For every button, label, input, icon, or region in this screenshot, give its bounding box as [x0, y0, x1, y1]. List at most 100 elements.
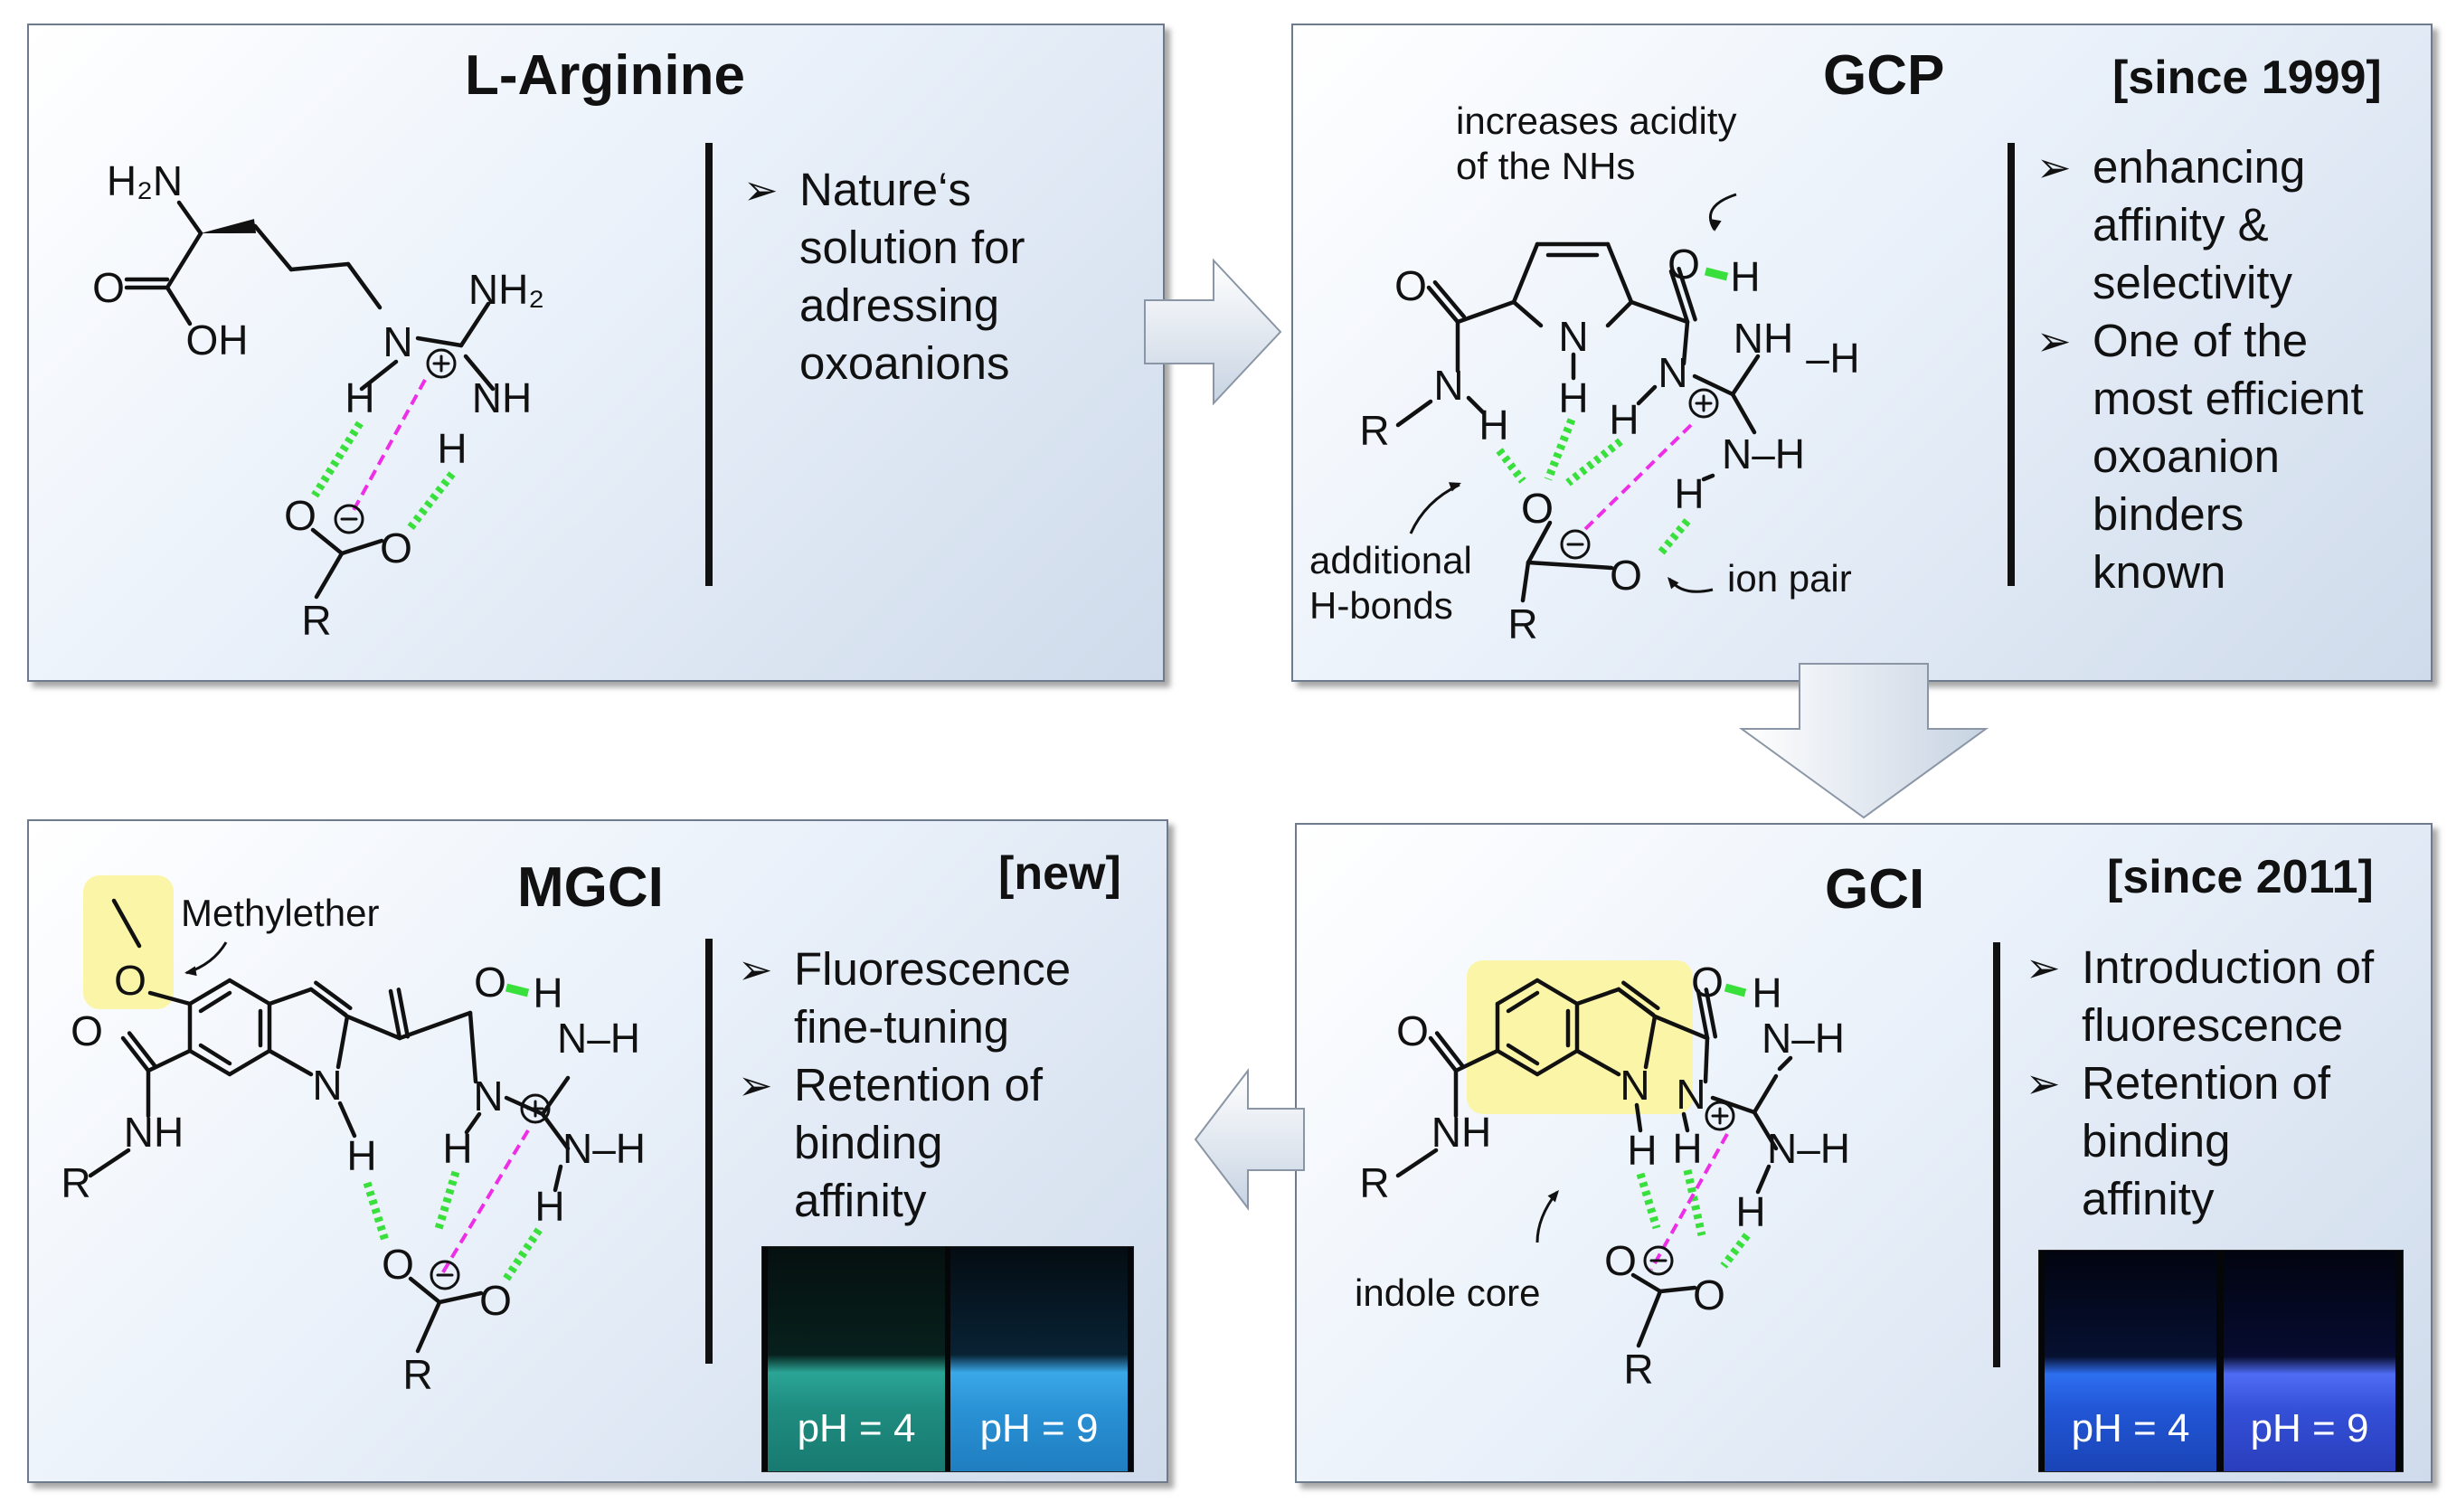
atom-label: NH₂: [468, 266, 544, 313]
arrowhead-bullet-icon: ➢: [2036, 317, 2072, 364]
bond: [1696, 988, 1710, 1041]
atom-label: N–H: [557, 1015, 640, 1062]
hydrogen-bond: [1657, 518, 1691, 556]
bond: [408, 1276, 442, 1305]
panel-l-arginine: L-Arginine ➢ Nature‘s solution for adres…: [27, 24, 1165, 682]
ion-pair-line: [351, 379, 427, 513]
bond: [415, 335, 464, 348]
bond: [1755, 1164, 1771, 1195]
arrowhead-bullet-icon: ➢: [2026, 944, 2061, 991]
panel-gcp: GCP [since 1999] ➢ enhancing affinity & …: [1291, 24, 2433, 682]
bond: [1681, 1111, 1690, 1133]
bullet-item: ➢ Nature‘s solution for adressing oxoani…: [743, 161, 1025, 392]
hydrogen-bond: [433, 1170, 460, 1233]
atom-label: O: [284, 492, 317, 539]
atom-label: O: [92, 264, 125, 311]
bond: [337, 1101, 357, 1139]
bond: [1681, 319, 1690, 366]
bond: [1658, 1285, 1697, 1294]
annotation-arrow-tip: [1668, 577, 1679, 590]
bond: [187, 1048, 232, 1077]
bond: [339, 538, 384, 556]
annotation-arrow: [1668, 578, 1714, 593]
bond: [1643, 1014, 1658, 1070]
ph-label: pH = 9: [979, 1406, 1099, 1451]
atom-label: O: [1668, 241, 1700, 288]
bond: [540, 1075, 571, 1117]
hydrogen-bond: [1565, 438, 1623, 487]
bond: [1535, 978, 1580, 1006]
bond: [1692, 373, 1735, 397]
atom-label: NH: [1734, 315, 1793, 362]
bond: [267, 987, 314, 1006]
atom-label: R: [1359, 407, 1389, 454]
atom-label: O: [114, 957, 146, 1004]
since-label: [since 2011]: [2107, 851, 2374, 903]
bond: [165, 285, 193, 326]
atom-label: H: [1730, 253, 1760, 300]
bond: [335, 1014, 350, 1070]
annotation-arrow: [1709, 193, 1737, 231]
atom-label: NH: [124, 1109, 184, 1156]
bond: [1616, 987, 1656, 1017]
bond: [458, 301, 491, 348]
atom-label: H: [1752, 969, 1781, 1016]
bond: [176, 200, 203, 236]
bond: [1710, 1095, 1757, 1115]
bond: [1432, 279, 1467, 319]
vial-ph9: [950, 1247, 1128, 1471]
panel-title: L-Arginine: [465, 44, 745, 107]
bond: [1704, 988, 1718, 1039]
fluorescence-vial-photo: pH = 4 pH = 9: [2038, 1250, 2404, 1472]
atom-label: H: [533, 969, 562, 1016]
bond: [1574, 1048, 1621, 1077]
atom-label: R: [1359, 1159, 1389, 1206]
bond: [396, 988, 411, 1039]
atom-label: R: [402, 1351, 432, 1398]
bond: [1520, 560, 1531, 603]
annotation-indole: indole core: [1355, 1271, 1540, 1314]
bond: [1434, 1031, 1465, 1068]
atom-label: H: [1674, 470, 1704, 517]
atom-label: H: [1479, 402, 1508, 449]
divider: [2008, 143, 2015, 586]
bond: [1677, 266, 1697, 322]
bond: [1526, 520, 1553, 565]
bond: [1535, 1048, 1580, 1077]
bullet-text: Fluorescence fine-tuning: [794, 943, 1072, 1053]
atom-label: O: [1610, 552, 1642, 599]
atom-label: R: [1507, 600, 1537, 647]
arrowhead-bullet-icon: ➢: [738, 1062, 773, 1109]
positive-charge-icon: [1688, 388, 1719, 419]
bullet-text: enhancing affinity & selectivity: [2093, 141, 2306, 308]
annotation-methylether: Methylether: [181, 892, 379, 934]
arrowhead-bullet-icon: ➢: [743, 166, 779, 213]
bond: [468, 1010, 478, 1084]
divider: [1993, 942, 2000, 1367]
hydrogen-bond: [1636, 1172, 1661, 1230]
bullet-item: ➢ One of the most efficient oxoanion bin…: [2036, 312, 2364, 601]
bond: [1395, 1148, 1439, 1178]
ion-pair-line: [439, 1129, 530, 1277]
atom-label: N: [1676, 1071, 1705, 1118]
bond: [463, 354, 496, 392]
wedge-bond: [201, 219, 257, 233]
bond: [88, 1148, 131, 1178]
panel-gci: GCI [since 2011] ➢ Introduction of fluor…: [1295, 823, 2433, 1483]
atom-label: –: [1806, 335, 1829, 382]
bond: [1605, 299, 1634, 328]
negative-charge-icon: [1643, 1245, 1674, 1276]
atom-label: N: [312, 1062, 342, 1109]
bond: [1652, 1014, 1710, 1041]
bond: [1495, 1048, 1540, 1077]
atom-label: H: [1672, 1125, 1702, 1172]
bond: [345, 1014, 402, 1041]
bullet-text: Introduction of fluorescence: [2082, 941, 2375, 1051]
bond: [288, 261, 351, 272]
atom-label: R: [61, 1159, 90, 1206]
hydrogen-bond-solid: [505, 983, 530, 997]
atom-label: R: [1623, 1346, 1653, 1393]
bullet-list: ➢ Fluorescence fine-tuning ➢ Retention o…: [738, 940, 1071, 1230]
atom-label: NH: [1431, 1109, 1491, 1156]
atom-label: H: [1627, 1127, 1657, 1174]
